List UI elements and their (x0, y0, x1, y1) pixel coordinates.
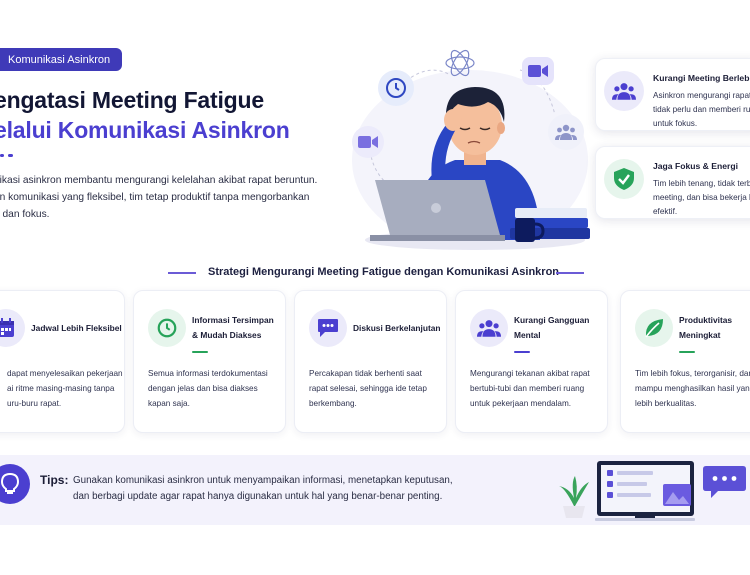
strategy-title-line: Mental (514, 330, 541, 340)
strategy-line: Mengurangi tekanan akibat rapat (470, 369, 590, 378)
brain-icon (443, 46, 477, 80)
strategy-line: lebih berkualitas. (635, 399, 697, 408)
intro-description: nikasi asinkron membantu mengurangi kele… (0, 172, 324, 223)
strategy-description: Percakapan tidak berhenti saat rapat sel… (309, 366, 427, 411)
shield-check-icon (604, 159, 644, 199)
title-accent (0, 154, 16, 157)
strategy-title: Kurangi Gangguan Mental (514, 313, 589, 343)
tips-text: Gunakan komunikasi asinkron untuk menyam… (73, 473, 453, 505)
strategy-line: ai ritme masing-masing tanpa (7, 384, 115, 393)
benefit-line: meeting, dan bisa bekerja le (653, 193, 750, 202)
strategy-card-reduce-mental-load: Kurangi Gangguan Mental Mengurangi tekan… (455, 290, 608, 433)
calendar-icon (0, 309, 25, 347)
benefit-description: Asinkron mengurangi rapat y tidak perlu … (653, 89, 750, 131)
section-divider-left (168, 272, 196, 274)
strategy-title-line: Diskusi Berkelanjutan (353, 323, 441, 333)
strategy-description: dapat menyelesaikan pekerjaan ai ritme m… (7, 366, 123, 411)
intro-line: nikasi asinkron membantu mengurangi kele… (0, 175, 318, 186)
benefit-card-focus-energy: Jaga Fokus & Energi Tim lebih tenang, ti… (595, 146, 750, 219)
strategy-card-productivity: Produktivitas Meningkat Tim lebih fokus,… (620, 290, 750, 433)
strategy-title-line: Meningkat (679, 330, 721, 340)
strategy-line: Semua informasi terdokumentasi (148, 369, 268, 378)
benefit-title: Jaga Fokus & Energi (653, 161, 739, 171)
clock-icon (148, 309, 186, 347)
strategy-title-line: Jadwal Lebih Fleksibel (31, 323, 122, 333)
strategy-line: Tim lebih fokus, terorganisir, dan (635, 369, 750, 378)
strategy-line: uru-buru rapat. (7, 399, 62, 408)
strategy-line: dengan jelas dan bisa diakses (148, 384, 258, 393)
strategy-title-line: Informasi Tersimpan (192, 315, 274, 325)
benefit-title: Kurangi Meeting Berlebihan (653, 73, 750, 83)
leaf-icon (635, 309, 673, 347)
chat-icon (309, 309, 347, 347)
accent-bar (192, 351, 208, 353)
strategy-description: Tim lebih fokus, terorganisir, dan mampu… (635, 366, 750, 411)
strategy-line: dapat menyelesaikan pekerjaan (7, 369, 123, 378)
strategy-card-flexible-schedule: Jadwal Lebih Fleksibel dapat menyelesaik… (0, 290, 125, 433)
strategy-line: bertubi-tubi dan memberi ruang (470, 384, 585, 393)
strategy-line: untuk pekerjaan mendalam. (470, 399, 572, 408)
strategy-card-stored-info: Informasi Tersimpan & Mudah Diakses Semu… (133, 290, 286, 433)
benefit-card-fewer-meetings: Kurangi Meeting Berlebihan Asinkron meng… (595, 58, 750, 131)
section-title: Strategi Mengurangi Meeting Fatigue deng… (208, 266, 560, 278)
strategy-line: berkembang. (309, 399, 357, 408)
clock-icon (378, 70, 414, 106)
team-icon (548, 114, 584, 150)
page-title-line-2: elalui Komunikasi Asinkron (0, 117, 290, 143)
intro-line: an komunikasi yang fleksibel, tim tetap … (0, 192, 310, 203)
section-divider-right (556, 272, 584, 274)
hero-illustration (340, 40, 600, 255)
strategy-description: Mengurangi tekanan akibat rapat bertubi-… (470, 366, 590, 411)
accent-bar (514, 351, 530, 353)
tips-line: Gunakan komunikasi asinkron untuk menyam… (73, 475, 453, 486)
benefit-line: Asinkron mengurangi rapat y (653, 91, 750, 100)
benefit-line: Tim lebih tenang, tidak terbe (653, 179, 750, 188)
strategy-card-ongoing-discussion: Diskusi Berkelanjutan Percakapan tidak b… (294, 290, 447, 433)
topic-badge: Komunikasi Asinkron (0, 48, 123, 71)
benefit-line: untuk fokus. (653, 119, 698, 128)
benefit-line: tidak perlu dan memberi rua (653, 105, 750, 114)
people-icon (470, 309, 508, 347)
accent-bar (679, 351, 695, 353)
video-call-icon (352, 126, 384, 158)
strategy-title: Produktivitas Meningkat (679, 313, 732, 343)
strategy-line: Percakapan tidak berhenti saat (309, 369, 422, 378)
strategy-line: mampu menghasilkan hasil yang (635, 384, 750, 393)
strategy-description: Semua informasi terdokumentasi dengan je… (148, 366, 268, 411)
strategy-title-line: Kurangi Gangguan (514, 315, 590, 325)
strategy-title-line: & Mudah Diakses (192, 330, 262, 340)
tips-label: Tips: (40, 473, 69, 487)
strategy-line: rapat selesai, sehingga ide tetap (309, 384, 427, 393)
strategy-title: Diskusi Berkelanjutan (353, 321, 441, 336)
video-camera-icon (522, 57, 554, 85)
page-title-line-1: engatasi Meeting Fatigue (0, 87, 264, 113)
strategy-line: kapan saja. (148, 399, 190, 408)
tips-illustration (555, 458, 750, 523)
strategy-title: Jadwal Lebih Fleksibel (31, 321, 122, 336)
tips-line: dan berbagi update agar rapat hanya digu… (73, 491, 443, 502)
benefit-line: efektif. (653, 207, 678, 216)
benefit-description: Tim lebih tenang, tidak terbe meeting, d… (653, 177, 750, 219)
strategy-title-line: Produktivitas (679, 315, 733, 325)
intro-line: u dan fokus. (0, 209, 50, 220)
people-icon (604, 71, 644, 111)
strategy-title: Informasi Tersimpan & Mudah Diakses (192, 313, 274, 343)
